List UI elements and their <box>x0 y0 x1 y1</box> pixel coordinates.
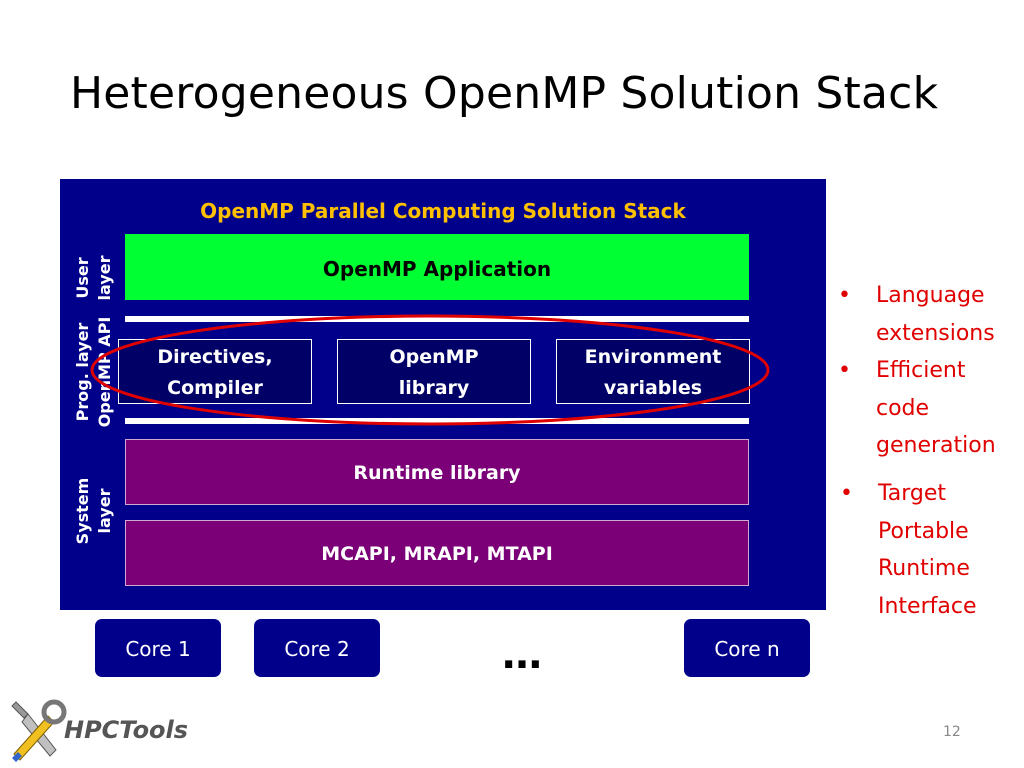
directives-line2: Compiler <box>167 377 263 399</box>
bullet-target: • Target Portable Runtime Interface <box>840 475 977 625</box>
core-1-box: Core 1 <box>95 619 221 677</box>
openmp-library-box: OpenMP library <box>337 339 531 404</box>
separator-bar-bottom <box>125 418 749 424</box>
bullet-text: Language <box>876 283 985 308</box>
stack-title: OpenMP Parallel Computing Solution Stack <box>200 199 686 223</box>
hpctools-logo-text: HPCTools <box>64 716 189 744</box>
openmp-library-line1: OpenMP <box>389 346 479 368</box>
bullet-text: generation <box>876 433 996 458</box>
openmp-application-box: OpenMP Application <box>125 234 749 300</box>
openmp-library-line2: library <box>398 377 470 399</box>
environment-line2: variables <box>603 377 703 399</box>
directives-line1: Directives, <box>157 346 273 368</box>
directives-compiler-box: Directives, Compiler <box>118 339 312 404</box>
core-2-box: Core 2 <box>254 619 380 677</box>
api-highlight-ellipse <box>90 314 770 426</box>
core-n-box: Core n <box>684 619 810 677</box>
bullet-dot: • <box>838 358 851 383</box>
bullet-efficient: • Efficient code generation <box>838 352 996 465</box>
bullet-language: • Language extensions <box>838 277 996 352</box>
bullet-text: extensions <box>876 320 995 346</box>
bullet-text: Portable <box>878 518 969 544</box>
environment-line1: Environment <box>584 346 722 368</box>
bullet-text: Target <box>878 481 947 506</box>
runtime-library-box: Runtime library <box>125 439 749 505</box>
slide-title: Heterogeneous OpenMP Solution Stack <box>70 68 939 119</box>
hpctools-logo-icon <box>11 699 67 762</box>
mcapi-box: MCAPI, MRAPI, MTAPI <box>125 520 749 586</box>
ellipsis: … <box>502 632 546 678</box>
page-number: 12 <box>943 724 961 740</box>
bullet-dot: • <box>838 283 851 308</box>
bullet-list-2: • Target Portable Runtime Interface <box>840 475 977 625</box>
bullet-dot: • <box>840 481 853 506</box>
bullet-text: Interface <box>878 593 977 619</box>
bullet-text: code <box>876 395 930 421</box>
bullet-text: Efficient <box>876 358 966 383</box>
bullet-text: Runtime <box>878 556 970 581</box>
bullet-list-1: • Language extensions • Efficient code g… <box>838 277 996 465</box>
separator-bar-top <box>125 316 749 322</box>
environment-variables-box: Environment variables <box>556 339 750 404</box>
